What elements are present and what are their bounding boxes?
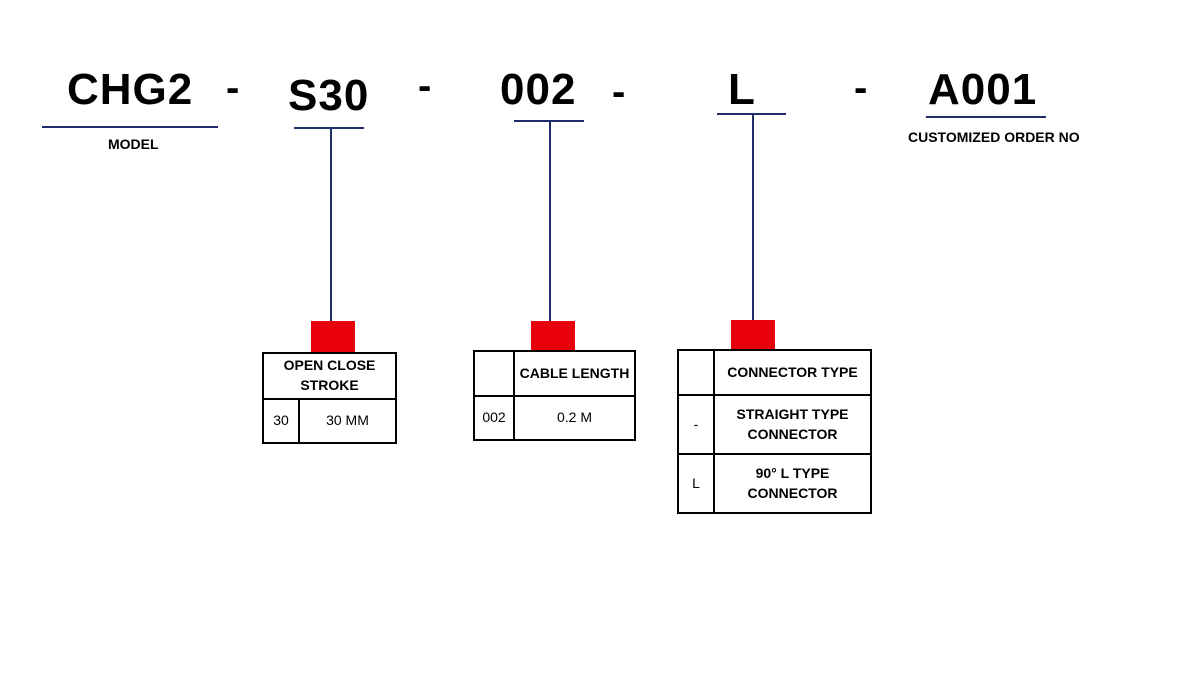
stroke-underline [294, 127, 364, 129]
cable-marker [531, 321, 575, 350]
cable-row-desc: 0.2 M [513, 395, 636, 441]
separator-4: - [854, 66, 868, 110]
order-underline [926, 116, 1046, 118]
cable-table-header: CABLE LENGTH [513, 350, 636, 397]
cable-code: 002 [500, 65, 577, 114]
connector-table-header-empty [677, 349, 715, 396]
model-code: CHG2 [67, 65, 194, 114]
stroke-marker [311, 321, 355, 352]
connector-table-header: CONNECTOR TYPE [713, 349, 872, 396]
separator-1: - [226, 66, 240, 110]
separator-2: - [418, 64, 432, 108]
stroke-row-code: 30 [262, 398, 300, 444]
cable-connector-line [549, 120, 551, 322]
order-caption: CUSTOMIZED ORDER NO [908, 129, 1080, 145]
connector-underline [717, 113, 786, 115]
connector-row-straight-desc: STRAIGHT TYPE CONNECTOR [713, 394, 872, 455]
stroke-connector-line [330, 127, 332, 322]
stroke-code: S30 [288, 71, 370, 120]
connector-table: CONNECTOR TYPE - STRAIGHT TYPE CONNECTOR… [677, 349, 872, 514]
separator-3: - [612, 70, 626, 114]
connector-connector-line [752, 113, 754, 321]
connector-row-straight-code: - [677, 394, 715, 455]
connector-marker [731, 320, 775, 349]
stroke-table: OPEN CLOSE STROKE 30 30 MM [262, 352, 397, 444]
connector-row-l-desc: 90° L TYPE CONNECTOR [713, 453, 872, 514]
cable-row-code: 002 [473, 395, 515, 441]
connector-row-l-code: L [677, 453, 715, 514]
stroke-table-header: OPEN CLOSE STROKE [262, 352, 397, 400]
model-caption: MODEL [108, 136, 159, 152]
model-underline [42, 126, 218, 128]
cable-table-header-empty [473, 350, 515, 397]
connector-code: L [728, 65, 756, 114]
order-code: A001 [928, 65, 1038, 114]
stroke-row-desc: 30 MM [298, 398, 397, 444]
cable-table: CABLE LENGTH 002 0.2 M [473, 350, 636, 441]
